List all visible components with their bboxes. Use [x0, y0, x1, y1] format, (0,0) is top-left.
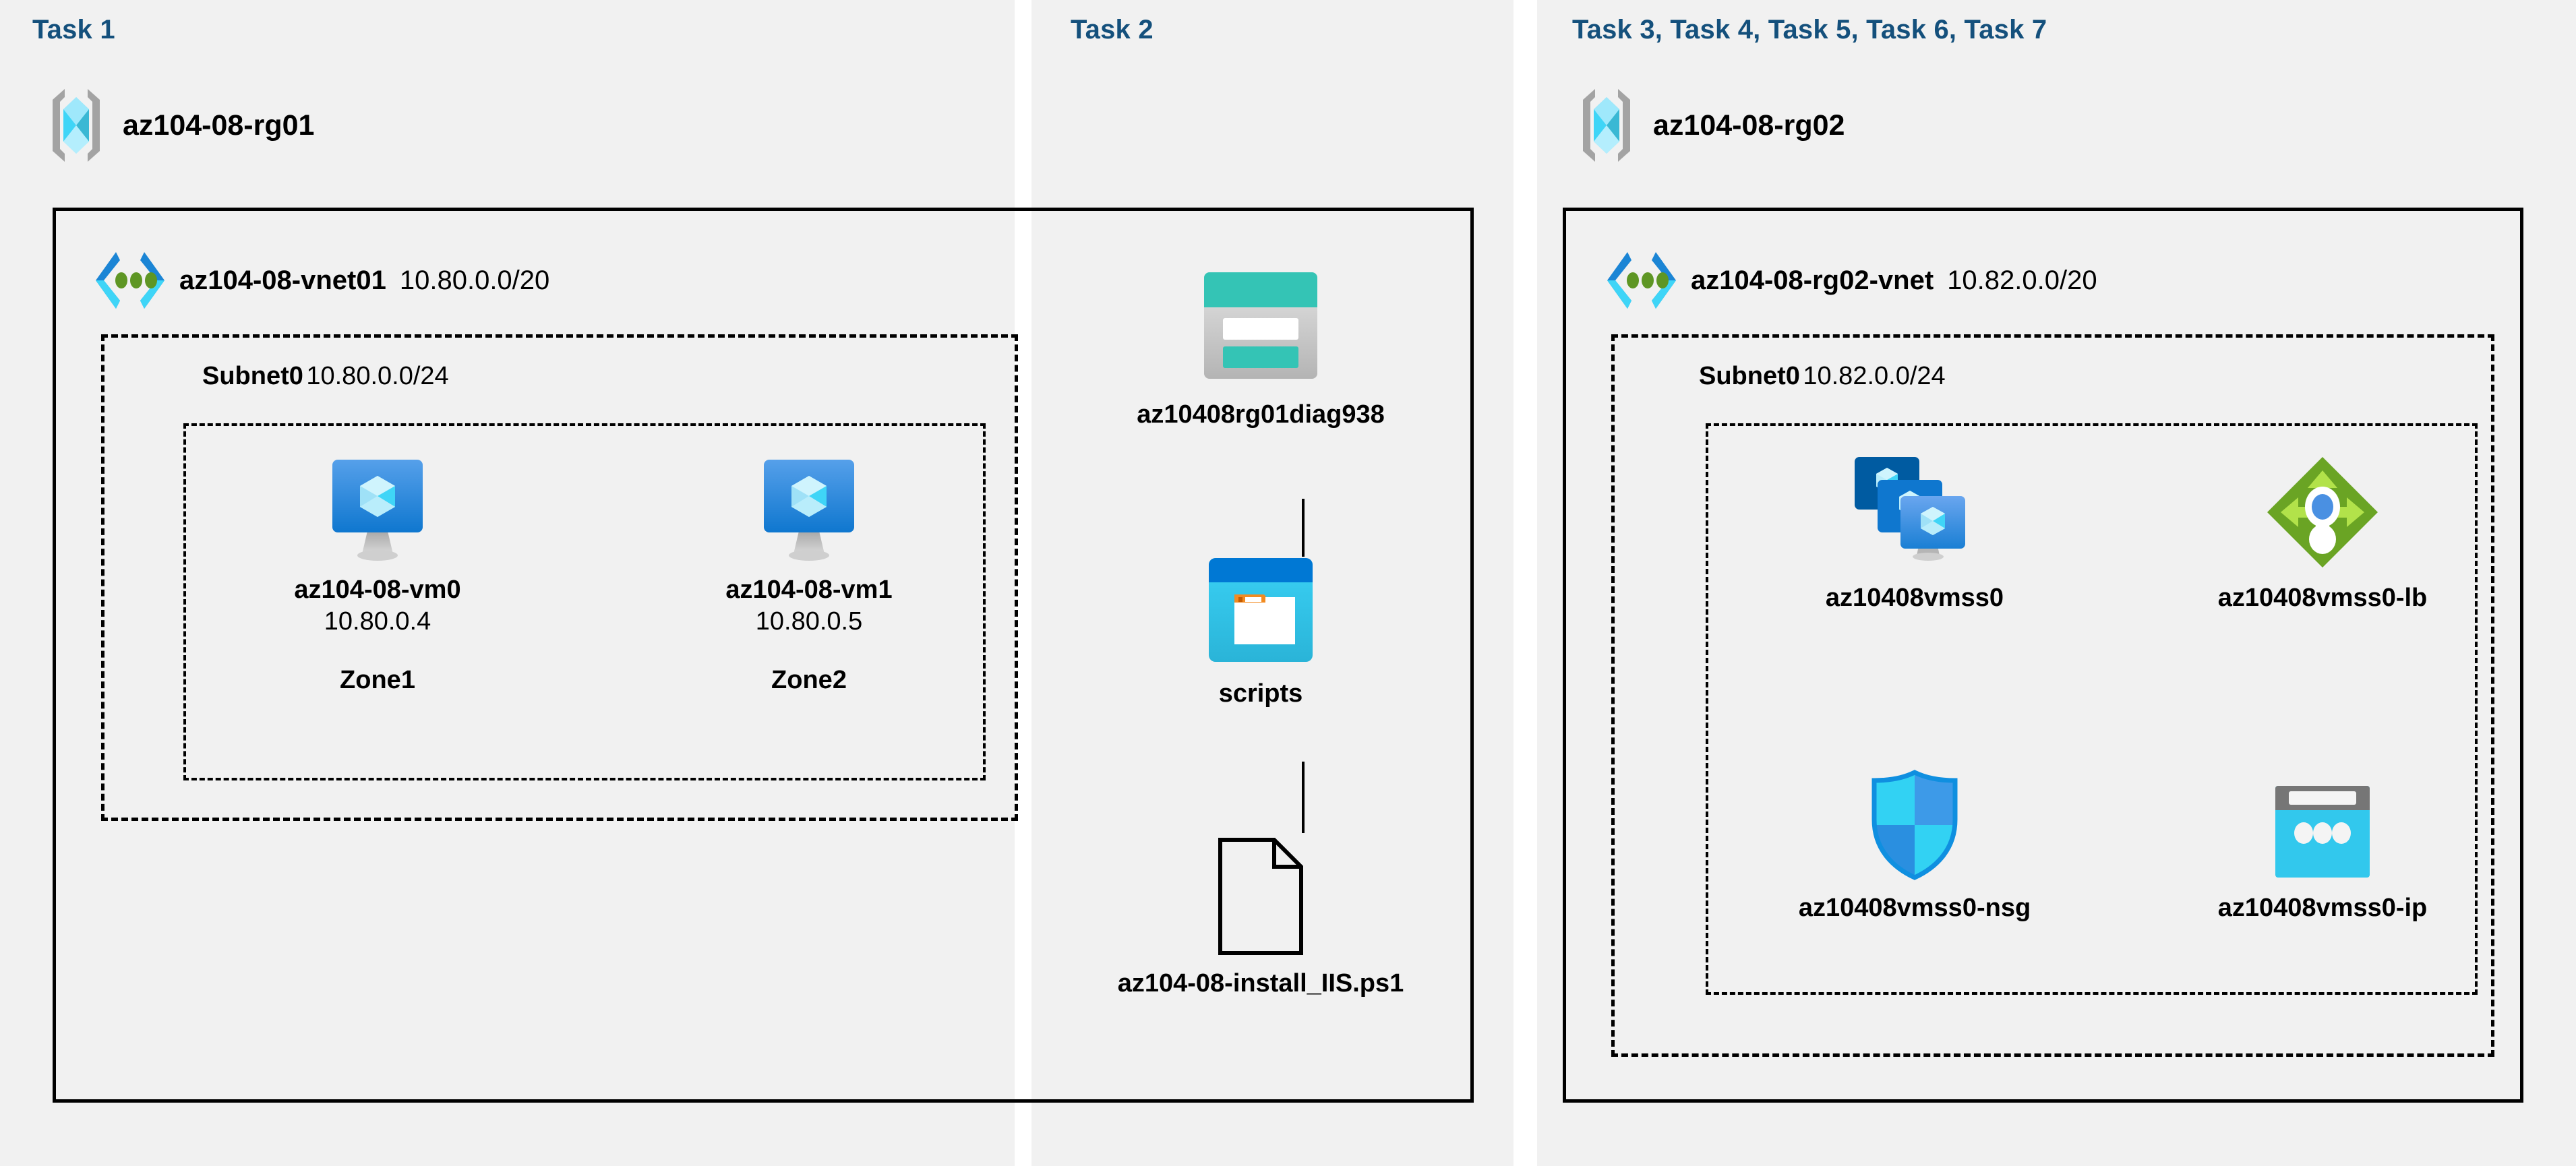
network-security-group-icon	[1867, 768, 1962, 882]
subnet0-rg02-cidr: 10.82.0.0/24	[1803, 362, 1946, 390]
vnet-az104-08-rg02-vnet-row: az104-08-rg02-vnet 10.82.0.0/20	[1606, 248, 2097, 313]
virtual-machine-icon	[328, 456, 427, 563]
load-balancer-name: az10408vmss0-lb	[2217, 584, 2428, 612]
load-balancer-icon	[2263, 453, 2382, 572]
vm1-ip: 10.80.0.5	[755, 607, 863, 636]
vm1-zone: Zone2	[771, 666, 847, 694]
resource-group-icon	[1578, 86, 1636, 164]
storage-account-icon	[1195, 263, 1327, 388]
subnet0-vnet01-label: Subnet0 10.80.0.0/24	[202, 362, 449, 391]
subnet0-vnet01-name: Subnet0	[202, 362, 303, 390]
vm0-ip: 10.80.0.4	[324, 607, 431, 636]
vnet-az104-08-vnet01-boundary	[53, 208, 1474, 1103]
panel-task-1	[0, 0, 1015, 1166]
vmss-group-boundary	[1706, 423, 2478, 995]
resource-group-rg02-name: az104-08-rg02	[1653, 109, 1845, 142]
connector-storage-to-container	[1302, 499, 1305, 557]
node-install-iis-script[interactable]: az104-08-install_IIS.ps1	[1072, 836, 1449, 998]
subnet0-rg02-name: Subnet0	[1699, 362, 1800, 390]
vm0-name: az104-08-vm0	[294, 576, 461, 604]
subnet0-vnet01-boundary	[101, 334, 1018, 821]
task-2-header: Task 2	[1071, 15, 1154, 44]
vm0-zone: Zone1	[340, 666, 415, 694]
subnet0-vnet01-cidr: 10.80.0.0/24	[306, 362, 449, 390]
node-storage-account[interactable]: az10408rg01diag938	[1072, 263, 1449, 429]
vnet-rg02-name: az104-08-rg02-vnet	[1691, 265, 1934, 295]
vmss-name: az10408vmss0	[1825, 584, 2004, 612]
node-blob-container[interactable]: scripts	[1146, 553, 1375, 708]
resource-group-rg02-row: az104-08-rg02	[1578, 86, 1845, 164]
public-ip-name: az10408vmss0-ip	[2217, 894, 2428, 922]
node-az104-08-vm1[interactable]: az104-08-vm1 10.80.0.5 Zone2	[688, 456, 930, 695]
node-az10408vmss0[interactable]: az10408vmss0	[1760, 453, 2070, 613]
vnet-rg02-cidr: 10.82.0.0/20	[1947, 265, 2097, 295]
task-3-7-header: Task 3, Task 4, Task 5, Task 6, Task 7	[1572, 15, 2047, 44]
vm-scale-set-icon	[1851, 453, 1979, 572]
task-1-header: Task 1	[32, 15, 115, 44]
vm1-name: az104-08-vm1	[725, 576, 893, 604]
vnet-az104-08-vnet01-row: az104-08-vnet01 10.80.0.0/20	[94, 248, 549, 313]
script-file-name: az104-08-install_IIS.ps1	[1117, 969, 1404, 998]
resource-group-icon	[47, 86, 105, 164]
panel-task-3	[1537, 0, 2576, 1166]
vnet-az104-08-rg02-vnet-boundary	[1563, 208, 2523, 1103]
resource-group-rg01-name: az104-08-rg01	[123, 109, 315, 142]
subnet0-rg02-label: Subnet0 10.82.0.0/24	[1699, 362, 1946, 391]
connector-container-to-file	[1302, 762, 1305, 833]
virtual-network-icon	[94, 248, 166, 313]
node-az10408vmss0-ip[interactable]: az10408vmss0-ip	[2164, 782, 2481, 923]
subnet0-rg02-vnet-boundary	[1611, 334, 2494, 1057]
node-az10408vmss0-nsg[interactable]: az10408vmss0-nsg	[1760, 768, 2070, 923]
blob-container-name: scripts	[1218, 679, 1303, 708]
public-ip-address-icon	[2271, 782, 2374, 882]
node-az104-08-vm0[interactable]: az104-08-vm0 10.80.0.4 Zone1	[256, 456, 499, 695]
resource-group-rg01-row: az104-08-rg01	[47, 86, 314, 164]
vm-group-boundary	[183, 423, 986, 780]
vnet-az104-08-vnet01-name: az104-08-vnet01	[179, 265, 386, 295]
storage-account-name: az10408rg01diag938	[1137, 400, 1385, 429]
file-icon	[1215, 836, 1307, 957]
nsg-name: az10408vmss0-nsg	[1798, 894, 2031, 922]
vnet-az104-08-vnet01-cidr: 10.80.0.0/20	[399, 265, 550, 295]
blob-container-icon	[1203, 553, 1318, 667]
virtual-network-icon	[1606, 248, 1677, 313]
node-az10408vmss0-lb[interactable]: az10408vmss0-lb	[2164, 453, 2481, 613]
virtual-machine-icon	[760, 456, 858, 563]
